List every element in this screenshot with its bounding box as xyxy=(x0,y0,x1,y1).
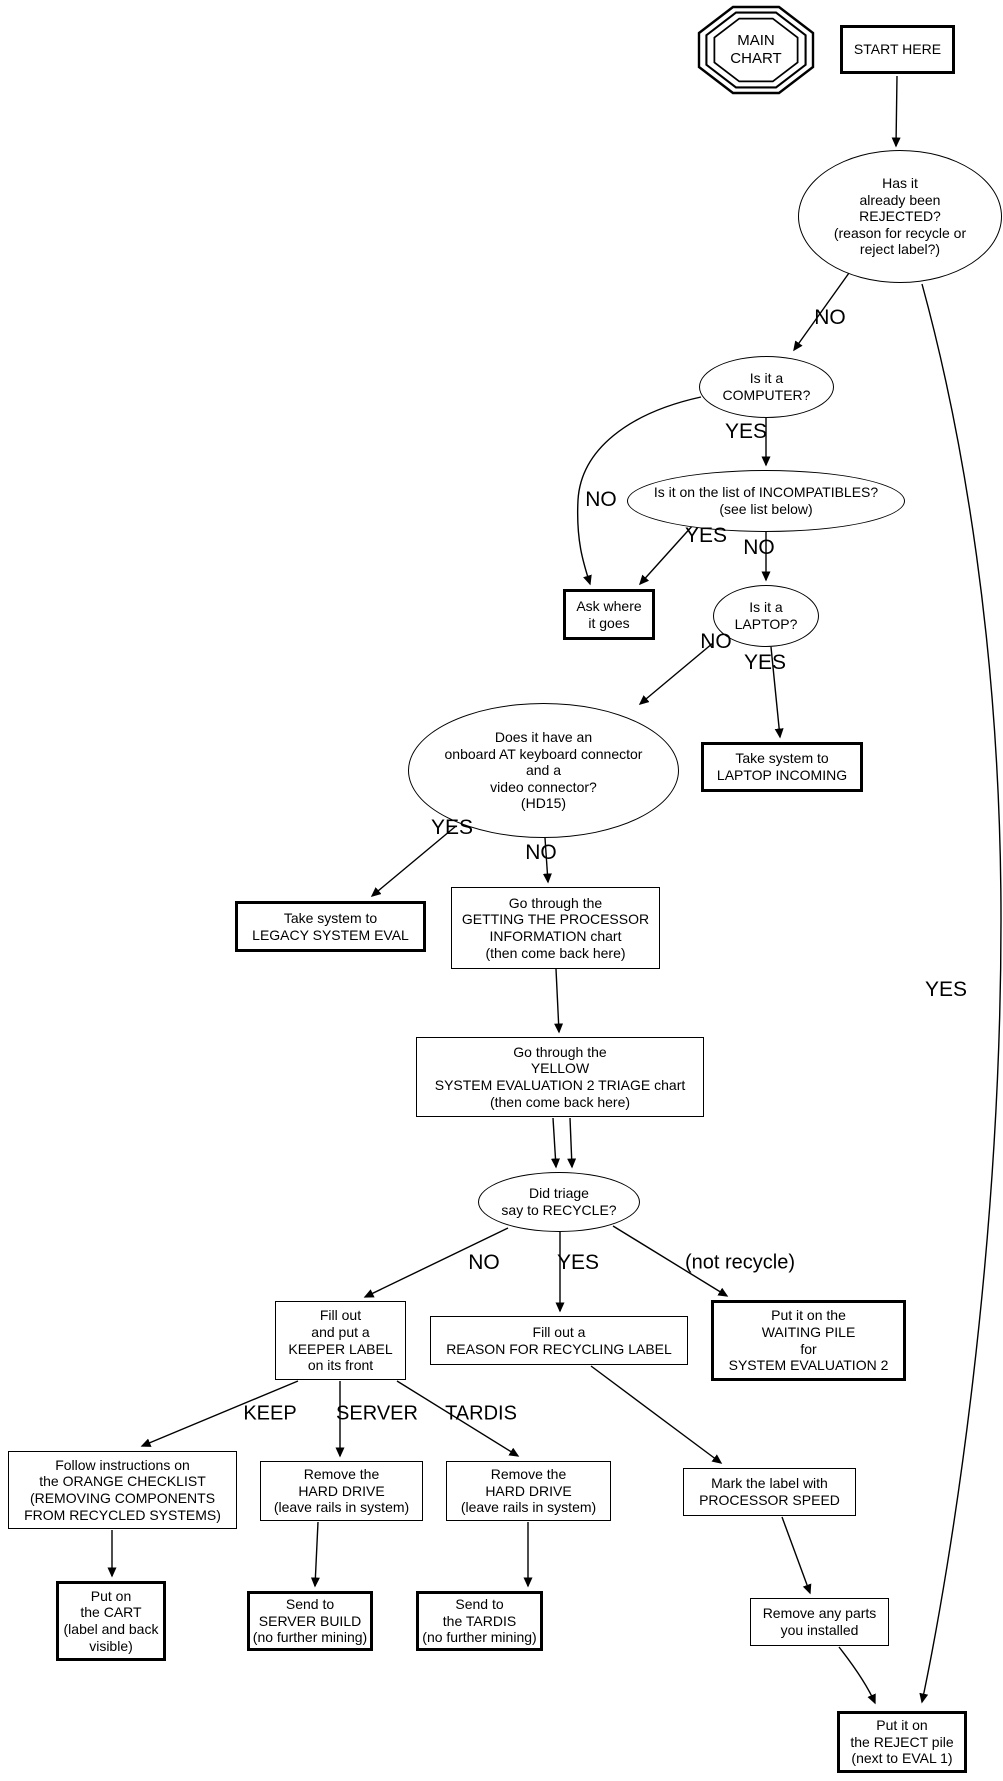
main-chart-badge: MAIN CHART xyxy=(697,5,815,95)
node-server-build: Send to SERVER BUILD (no further mining) xyxy=(247,1591,373,1651)
node-remove-hdd-server: Remove the HARD DRIVE (leave rails in sy… xyxy=(260,1461,423,1521)
node-already-rejected: Has it already been REJECTED? (reason fo… xyxy=(798,150,1002,283)
node-ask-where: Ask where it goes xyxy=(563,589,655,640)
label-at-yes: YES xyxy=(430,816,474,839)
node-orange-checklist: Follow instructions on the ORANGE CHECKL… xyxy=(8,1451,237,1529)
edge-processorspeed-to-removeparts xyxy=(781,1516,812,1595)
edge-laptop-no xyxy=(638,642,714,705)
edge-rejected-yes xyxy=(919,283,1002,1704)
node-yellow-triage-chart: Go through the YELLOW SYSTEM EVALUATION … xyxy=(416,1037,704,1117)
edge-at-no xyxy=(542,837,552,884)
node-legacy-system-eval: Take system to LEGACY SYSTEM EVAL xyxy=(235,901,426,952)
edge-removeparts-to-reject xyxy=(838,1646,876,1705)
node-at-connector: Does it have an onboard AT keyboard conn… xyxy=(408,703,679,838)
node-waiting-pile: Put it on the WAITING PILE for SYSTEM EV… xyxy=(711,1300,906,1381)
node-start-here: START HERE xyxy=(840,25,955,74)
node-processor-info-chart: Go through the GETTING THE PROCESSOR INF… xyxy=(451,887,660,969)
label-laptop-no: NO xyxy=(700,630,732,653)
node-cart: Put on the CART (label and back visible) xyxy=(56,1581,166,1661)
edge-didtriage-no xyxy=(363,1227,509,1298)
edge-didtriage-notrecycle xyxy=(612,1225,729,1297)
edge-laptop-yes xyxy=(770,646,784,739)
node-is-laptop: Is it a LAPTOP? xyxy=(713,585,819,647)
edge-keeper-tardis xyxy=(396,1380,520,1457)
node-incompatibles-list: Is it on the list of INCOMPATIBLES? (see… xyxy=(627,470,905,532)
label-computer-yes: YES xyxy=(724,420,768,443)
edge-keeper-keep xyxy=(140,1380,299,1447)
edge-at-yes xyxy=(370,825,457,897)
edge-rejected-no xyxy=(793,272,850,352)
edge-recycling-to-processorspeed xyxy=(590,1365,723,1464)
label-computer-no: NO xyxy=(585,488,617,511)
label-incompatibles-no: NO xyxy=(743,536,775,559)
label-server: SERVER xyxy=(336,1402,418,1425)
main-chart-label: MAIN CHART xyxy=(730,32,782,67)
node-reject-pile: Put it on the REJECT pile (next to EVAL … xyxy=(837,1711,967,1773)
label-triage-yes: YES xyxy=(556,1251,600,1274)
edge-computer-no xyxy=(576,396,702,586)
node-keeper-label: Fill out and put a KEEPER LABEL on its f… xyxy=(275,1301,406,1380)
edge-start-to-rejected xyxy=(891,75,901,148)
label-laptop-yes: YES xyxy=(743,651,787,674)
label-rejected-no: NO xyxy=(814,306,846,329)
octagon-icon xyxy=(697,5,815,95)
node-tardis: Send to the TARDIS (no further mining) xyxy=(416,1591,543,1651)
edge-hddserver-to-serverbuild xyxy=(310,1521,320,1588)
label-tardis: TARDIS xyxy=(445,1402,517,1425)
node-laptop-incoming: Take system to LAPTOP INCOMING xyxy=(701,742,863,792)
node-did-triage-recycle: Did triage say to RECYCLE? xyxy=(478,1172,640,1232)
edge-triagechart-to-didtriage-2 xyxy=(567,1117,577,1169)
label-at-no: NO xyxy=(525,841,557,864)
label-incompatibles-yes: YES xyxy=(684,524,728,547)
node-recycling-label: Fill out a REASON FOR RECYCLING LABEL xyxy=(430,1316,688,1365)
label-rejected-yes: YES xyxy=(924,978,968,1001)
node-processor-speed: Mark the label with PROCESSOR SPEED xyxy=(683,1468,856,1516)
label-not-recycle: (not recycle) xyxy=(684,1251,796,1274)
edge-processorinfo-to-triagechart xyxy=(554,968,564,1034)
node-remove-hdd-tardis: Remove the HARD DRIVE (leave rails in sy… xyxy=(446,1461,611,1521)
label-triage-no: NO xyxy=(468,1251,500,1274)
edge-incompatibles-yes xyxy=(638,523,695,586)
edge-triagechart-to-didtriage-1 xyxy=(550,1117,560,1169)
node-remove-parts: Remove any parts you installed xyxy=(750,1598,889,1646)
node-is-computer: Is it a COMPUTER? xyxy=(699,356,834,418)
label-keep: KEEP xyxy=(243,1402,297,1425)
